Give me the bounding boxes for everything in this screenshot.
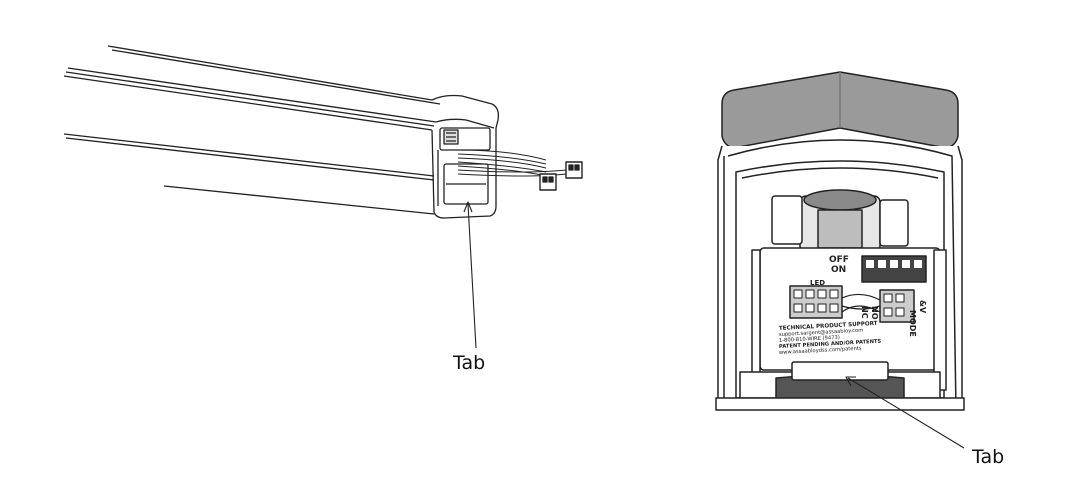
tab-callout-right: Tab: [972, 446, 1005, 468]
led-label: LED: [810, 279, 825, 287]
no-label: NO: [870, 306, 879, 320]
switch-on-label: ON: [831, 265, 846, 275]
support-line-2: support.sargent@assaabloy.com: [779, 328, 864, 338]
nc-label: NC: [860, 306, 869, 319]
support-line-5: www.assaabloydss.com/patents: [779, 346, 862, 356]
sensor-head-illustration: [715, 71, 965, 449]
mode-label: MODE: [908, 310, 917, 337]
support-line-1: TECHNICAL PRODUCT SUPPORT: [779, 321, 878, 332]
support-line-4: PATENT PENDING AND/OR PATENTS: [779, 339, 882, 350]
tab-callout-left: Tab: [453, 352, 486, 374]
extrusion-illustration: [63, 45, 583, 349]
switch-off-label: OFF: [829, 255, 849, 265]
side-mark: &V: [918, 300, 927, 314]
support-line-3: 1-800-810-WIRE (9473): [779, 335, 840, 344]
